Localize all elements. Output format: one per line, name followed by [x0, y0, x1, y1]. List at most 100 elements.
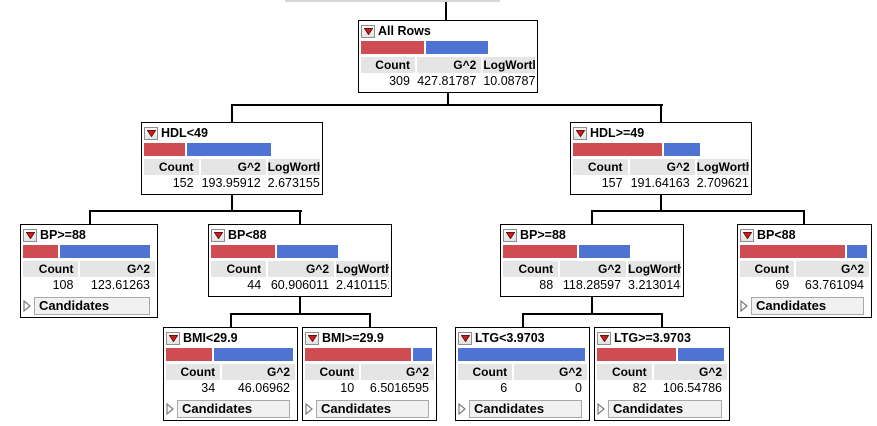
connector-line	[447, 92, 449, 104]
node-title-row: HDL>=49	[573, 125, 749, 141]
red-triangle-menu-icon[interactable]	[740, 228, 754, 242]
connector-line	[591, 296, 593, 313]
connector-line	[231, 104, 663, 106]
g2-value: 6.5016595	[369, 381, 429, 395]
connector-line	[660, 194, 662, 210]
connector-line	[231, 194, 233, 210]
connector-line	[89, 210, 302, 212]
count-header: Count	[144, 159, 199, 175]
candidates-button[interactable]: Candidates	[469, 399, 582, 418]
disclosure-triangle-icon[interactable]	[458, 402, 467, 415]
class-proportion-bar	[458, 348, 587, 361]
disclosure-triangle-icon[interactable]	[305, 402, 314, 415]
class-proportion-bar	[23, 245, 155, 258]
node-title-row: BP>=88	[503, 227, 681, 243]
candidates-button[interactable]: Candidates	[34, 296, 150, 315]
blue-bar	[664, 143, 700, 156]
connector-line	[230, 313, 371, 315]
red-triangle-menu-icon[interactable]	[166, 331, 180, 345]
candidates-row: Candidates	[597, 399, 727, 418]
blue-bar	[277, 245, 338, 258]
red-triangle-menu-icon[interactable]	[573, 126, 587, 140]
node-title-row: LTG<3.9703	[458, 330, 587, 346]
blue-bar	[426, 41, 488, 54]
node-title: LTG>=3.9703	[614, 330, 691, 345]
disclosure-triangle-icon[interactable]	[166, 402, 175, 415]
node-title-row: All Rows	[361, 23, 535, 39]
logworth-value: 2.6731558	[267, 176, 320, 190]
red-bar	[305, 348, 411, 361]
blue-bar	[579, 245, 630, 258]
connector-line	[591, 210, 593, 224]
g2-header: G^2	[653, 364, 727, 380]
class-proportion-bar	[573, 143, 749, 156]
candidates-row: Candidates	[166, 399, 295, 418]
class-proportion-bar	[211, 245, 389, 258]
class-proportion-bar	[740, 245, 869, 258]
g2-value: 191.64163	[630, 176, 690, 190]
count-header: Count	[740, 261, 795, 277]
node-title: All Rows	[378, 23, 431, 38]
blue-bar	[214, 348, 293, 361]
node-title: BP<88	[228, 227, 267, 242]
node-title: BMI<29.9	[183, 330, 238, 345]
candidates-button[interactable]: Candidates	[608, 399, 722, 418]
red-triangle-menu-icon[interactable]	[211, 228, 225, 242]
blue-bar	[413, 348, 432, 361]
node-title: BMI>=29.9	[322, 330, 384, 345]
g2-header: G^2	[200, 159, 266, 175]
candidates-row: Candidates	[740, 296, 869, 315]
node-title-row: BMI<29.9	[166, 330, 295, 346]
node-title: BP<88	[757, 227, 796, 242]
red-triangle-menu-icon[interactable]	[361, 24, 375, 38]
red-triangle-menu-icon[interactable]	[23, 228, 37, 242]
blue-bar	[678, 348, 724, 361]
cropped-element-edge	[285, 0, 500, 2]
connector-line	[89, 210, 91, 224]
g2-value: 60.906011	[270, 278, 330, 292]
connector-line	[230, 313, 232, 327]
count-value: 88	[539, 278, 554, 292]
g2-header: G^2	[629, 159, 695, 175]
g2-header: G^2	[268, 261, 335, 277]
logworth-value: 3.2130148	[628, 278, 681, 292]
red-triangle-menu-icon[interactable]	[503, 228, 517, 242]
logworth-header: LogWorth	[336, 261, 389, 277]
candidates-button[interactable]: Candidates	[316, 399, 429, 418]
blue-bar	[458, 348, 585, 361]
candidates-button[interactable]: Candidates	[177, 399, 290, 418]
blue-bar	[187, 143, 271, 156]
connector-line	[445, 2, 447, 20]
disclosure-triangle-icon[interactable]	[740, 299, 749, 312]
red-triangle-menu-icon[interactable]	[597, 331, 611, 345]
red-bar	[597, 348, 676, 361]
red-triangle-menu-icon[interactable]	[458, 331, 472, 345]
node-title-row: BP<88	[211, 227, 389, 243]
red-triangle-menu-icon[interactable]	[305, 331, 319, 345]
disclosure-triangle-icon[interactable]	[597, 402, 606, 415]
red-triangle-menu-icon[interactable]	[144, 126, 158, 140]
disclosure-triangle-icon[interactable]	[23, 299, 32, 312]
count-value: 157	[601, 176, 623, 190]
logworth-value: 2.7096215	[696, 176, 749, 190]
g2-value: 106.54786	[662, 381, 722, 395]
candidates-button[interactable]: Candidates	[751, 296, 864, 315]
count-header: Count	[597, 364, 652, 380]
g2-header: G^2	[796, 261, 869, 277]
